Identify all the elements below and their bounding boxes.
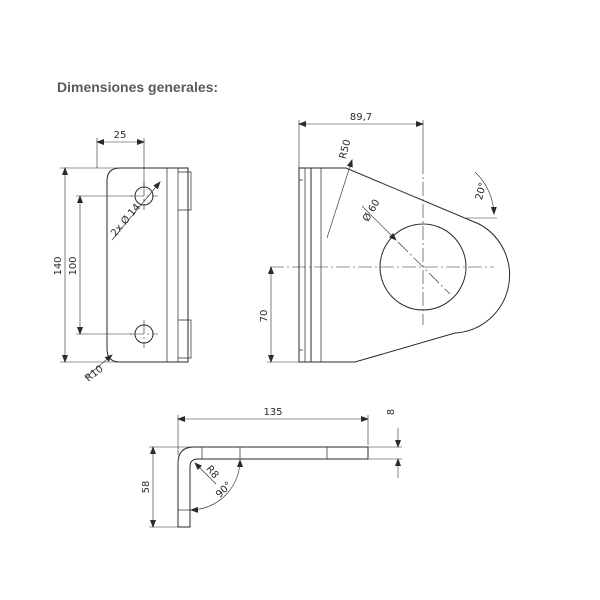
dim-hole-spacing: 100 [68,256,79,275]
dim-bend-angle: 90° [214,480,234,500]
dim-top-height: 58 [141,481,152,494]
top-view: 135 8 58 R8 90° [141,407,402,528]
side-plate-outline [311,167,511,363]
dim-hole-height: 70 [259,310,270,323]
front-view: 25 140 100 2x Ø 14 R10 [53,130,192,385]
angle-arc [474,171,497,215]
dim-thickness: 8 [386,409,397,415]
dim-corner-radius: R10 [83,364,105,385]
l-profile-outer [177,446,369,528]
dim-angle: 20° [474,181,489,201]
dim-front-width: 25 [114,130,127,141]
page-title: Dimensiones generales: [57,79,219,95]
leader-line [111,181,161,241]
dim-front-height: 140 [53,256,64,275]
flange-detail [178,171,192,359]
dim-holes: 2x Ø 14 [108,201,142,239]
dim-top-length: 135 [263,407,282,418]
leader-line [326,159,353,239]
leader-line [361,205,397,241]
dim-hole-diameter: Ø 60 [360,197,382,224]
bend-angle-arc [190,459,243,513]
dim-side-width: 89,7 [350,112,372,123]
leader-line [84,354,113,379]
dim-side-radius: R50 [338,138,354,160]
flange-detail [299,179,303,351]
side-view: 89,7 R50 Ø 60 20° 70 [259,112,511,363]
dim-bend-radius: R8 [203,464,220,481]
centerline [397,241,451,295]
